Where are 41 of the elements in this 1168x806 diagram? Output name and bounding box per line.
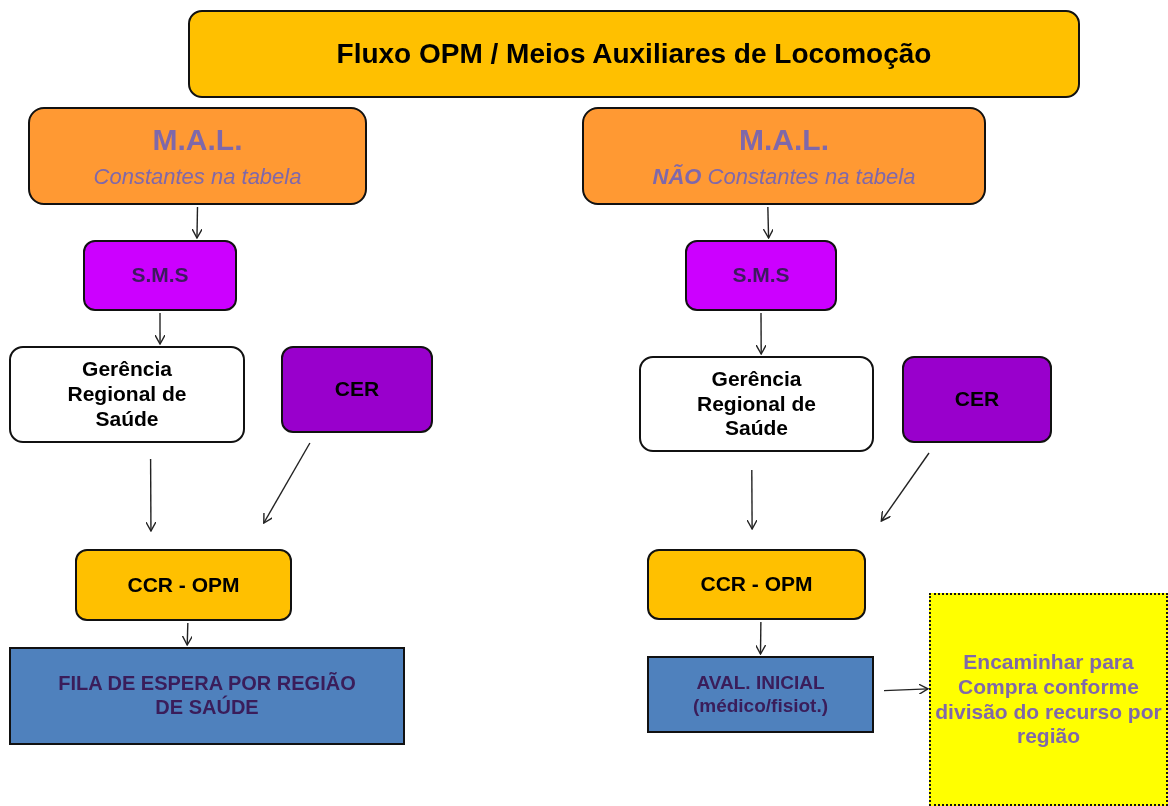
arrow <box>762 206 775 239</box>
box-label: Fluxo OPM / Meios Auxiliares de Locomoção <box>336 37 932 71</box>
process-box <box>902 356 1052 443</box>
box-label: S.M.S <box>732 263 790 288</box>
process-box <box>582 107 986 205</box>
process-box <box>83 240 237 311</box>
box-subtitle: Constantes na tabela <box>93 163 302 190</box>
process-box <box>9 647 405 745</box>
box-label: FILA DE ESPERA POR REGIÃO DE SAÚDE <box>57 672 357 720</box>
arrow <box>880 452 930 522</box>
box-label: Gerência Regional de Saúde <box>66 357 188 432</box>
process-box <box>281 346 433 433</box>
arrow <box>755 312 767 355</box>
process-box <box>9 346 245 443</box>
arrow <box>754 621 767 655</box>
process-box <box>75 549 292 621</box>
process-box <box>639 356 874 452</box>
process-box <box>647 656 874 733</box>
process-box <box>28 107 367 205</box>
process-box <box>647 549 866 620</box>
note-box <box>929 593 1168 806</box>
arrow <box>154 312 166 345</box>
box-subtitle: NÃO Constantes na tabela <box>652 163 916 190</box>
arrow <box>263 442 311 524</box>
arrow <box>181 622 194 646</box>
box-label: CCR - OPM <box>700 572 813 597</box>
box-label: Encaminhar para Compra conforme divisão do recurso por região <box>934 649 1163 750</box>
arrow <box>191 206 203 239</box>
arrow <box>883 683 929 695</box>
box-label: M.A.L. <box>739 122 829 158</box>
box-label: AVAL. INICIAL (médico/fisiot.) <box>691 672 830 717</box>
title-box <box>188 10 1080 98</box>
arrow <box>145 458 157 532</box>
box-label: M.A.L. <box>152 122 243 158</box>
box-label: CER <box>954 387 1000 412</box>
process-box <box>685 240 837 311</box>
box-label: S.M.S <box>131 263 189 288</box>
arrow <box>746 469 758 530</box>
box-label: Gerência Regional de Saúde <box>696 366 817 442</box>
box-label: CCR - OPM <box>127 572 240 598</box>
box-label: CER <box>334 377 380 402</box>
